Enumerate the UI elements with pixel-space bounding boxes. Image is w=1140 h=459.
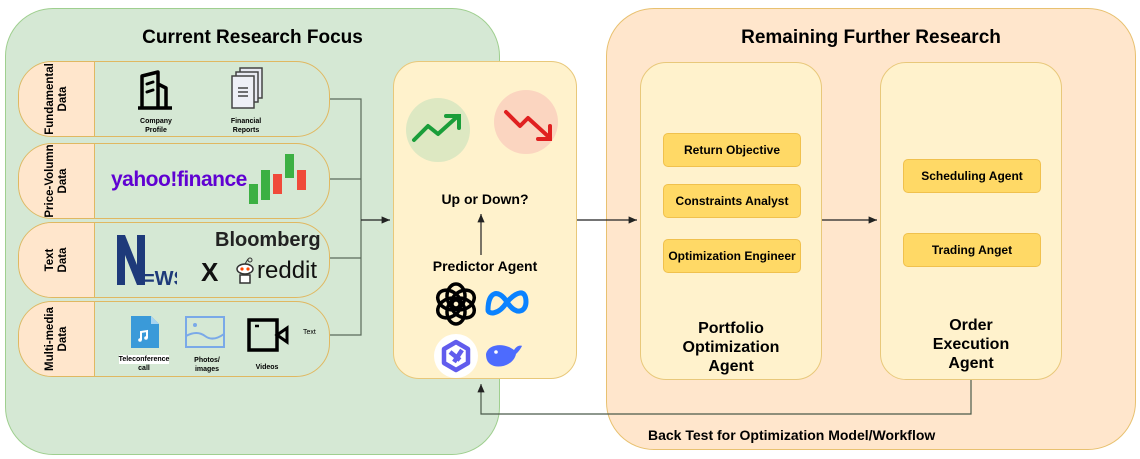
trend-up-icon <box>412 114 461 142</box>
candlestick-icon <box>249 154 306 204</box>
svg-text:=WS: =WS <box>143 268 177 287</box>
backtest-feedback-arrow <box>477 380 972 415</box>
videos-item: Videos <box>247 318 297 372</box>
remaining-research-title: Remaining Further Research <box>741 27 1001 48</box>
yahoo-finance-logo: yahoo!finance <box>111 168 247 191</box>
trend-down-icon <box>504 110 552 141</box>
documents-icon <box>231 67 263 109</box>
up-or-down-question: Up or Down? <box>441 191 529 207</box>
current-research-title: Current Research Focus <box>142 27 363 48</box>
predictor-agent-title: Predictor Agent <box>432 258 538 274</box>
constraints-analyst-chip: Constraints Analyst <box>663 184 801 218</box>
return-objective-chip: Return Objective <box>663 133 801 167</box>
reddit-alien-icon <box>236 257 254 284</box>
bloomberg-logo: Bloomberg <box>215 229 321 251</box>
qwen-icon-bg <box>434 334 478 378</box>
news-logo: =WS <box>117 235 177 287</box>
order-execution-box: Scheduling Agent Trading Anget Order Exe… <box>880 62 1062 380</box>
x-logo: X <box>201 257 219 287</box>
trading-agent-chip: Trading Anget <box>903 233 1041 267</box>
audio-file-icon <box>131 316 159 348</box>
text-label: Text <box>303 329 316 336</box>
merge-bracket <box>330 98 362 336</box>
meta-icon <box>485 290 529 316</box>
building-icon <box>138 70 172 110</box>
photos-item: Photos/images <box>185 316 229 374</box>
predictor-agent-box: Up or Down? Predictor Agent <box>393 61 577 379</box>
scheduling-agent-chip: Scheduling Agent <box>903 159 1041 193</box>
portfolio-optimization-box: Return Objective Constraints Analyst Opt… <box>640 62 822 380</box>
portfolio-agent-title: Portfolio Optimization Agent <box>682 320 780 375</box>
down-indicator <box>494 90 558 154</box>
video-camera-icon <box>247 318 289 352</box>
openai-icon <box>435 282 477 326</box>
backtest-label: Back Test for Optimization Model/Workflo… <box>648 427 936 443</box>
qwen-icon <box>441 339 471 373</box>
deepseek-icon <box>486 345 522 367</box>
optimization-engineer-chip: Optimization Engineer <box>663 239 801 273</box>
execution-agent-title: Order Execution Agent <box>932 317 1010 372</box>
image-icon <box>185 316 225 348</box>
reddit-logo: reddit <box>257 257 318 284</box>
up-indicator <box>406 98 470 162</box>
